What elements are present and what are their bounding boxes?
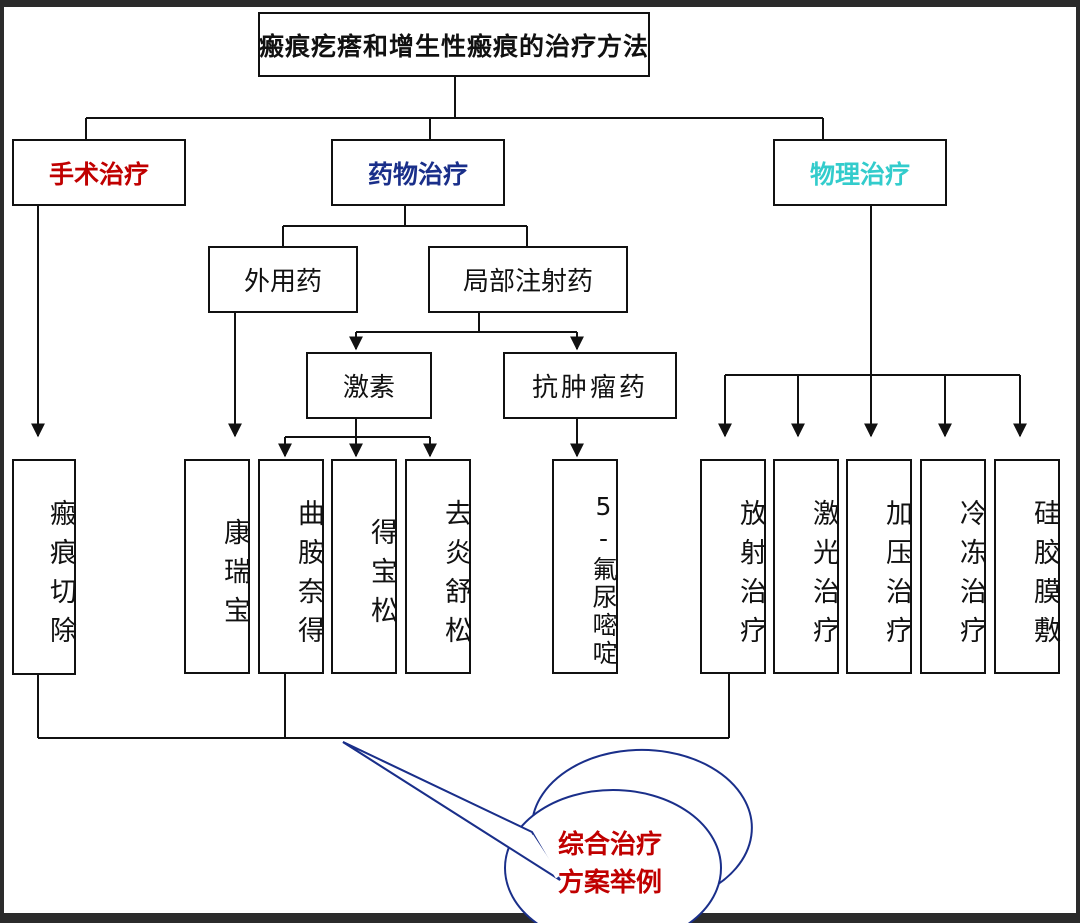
combination-callout: 综合治疗 方案举例: [540, 826, 680, 902]
drug-hormone: 激素: [306, 352, 432, 419]
drug-topical: 外用药: [208, 246, 358, 313]
leaf-fluorouracil: 5-氟尿嘧啶: [552, 459, 618, 674]
category-drug: 药物治疗: [331, 139, 505, 206]
leaf-silicone: 硅胶膜敷: [994, 459, 1060, 674]
callout-line-2: 方案举例: [557, 868, 662, 898]
drug-injection: 局部注射药: [428, 246, 628, 313]
leaf-laser: 激光治疗: [773, 459, 839, 674]
leaf-triamcinolone: 曲胺奈得: [258, 459, 324, 674]
left-frame-bar: [0, 0, 4, 923]
leaf-cryotherapy: 冷冻治疗: [920, 459, 986, 674]
leaf-kangruibao: 康瑞宝: [184, 459, 250, 674]
diagram-title: 瘢痕疙瘩和增生性瘢痕的治疗方法: [258, 12, 650, 77]
leaf-pressure: 加压治疗: [846, 459, 912, 674]
leaf-quyanshusong: 去炎舒松: [405, 459, 471, 674]
leaf-radiotherapy: 放射治疗: [700, 459, 766, 674]
category-surgery: 手术治疗: [12, 139, 186, 206]
category-physical: 物理治疗: [773, 139, 947, 206]
right-frame-bar: [1076, 0, 1080, 923]
top-frame-bar: [0, 0, 1080, 7]
leaf-scar-excision: 瘢痕切除: [12, 459, 76, 675]
drug-antitumor: 抗肿瘤药: [503, 352, 677, 419]
callout-line-1: 综合治疗: [557, 830, 662, 860]
leaf-debaosong: 得宝松: [331, 459, 397, 674]
